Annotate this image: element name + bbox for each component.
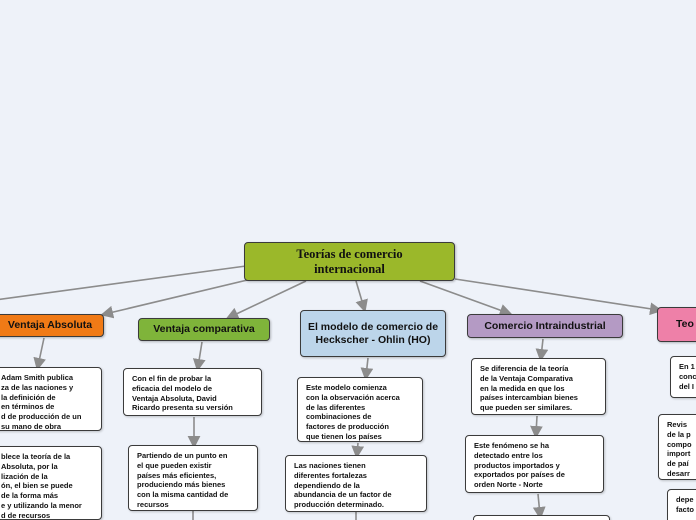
connector-root-intra [419,280,513,317]
note-line: depe [676,495,694,504]
root-node[interactable]: Teorías de comercio internacional [244,242,455,281]
note-line: con la observación acerca [306,392,400,402]
connector-intra-note3 [532,493,546,520]
note-line: países más eficientes, [137,470,217,480]
connector-root-hos [355,280,368,313]
root-label: Teorías de comercio internacional [296,246,403,276]
note-line: detectado entre los [474,450,543,460]
note-line: lización de la [1,471,48,481]
note-line: de la Ventaja Comparativa [480,373,573,383]
note-line: de la forma más [1,491,59,500]
note-line: exportados por países de [474,470,565,480]
note-line: en términos de [1,402,55,412]
note-line: Partiendo de un punto en [137,451,228,460]
note-line: facto [676,504,694,514]
note-line: diferentes fortalezas [294,470,367,480]
note-line: Ventaja Absoluta, David [132,393,217,403]
note-line: Ricardo presenta su versión [132,403,233,413]
note-line: Las naciones tienen [294,461,366,470]
note-line: el que pueden existir [137,460,212,470]
note-line: compo [667,439,692,449]
note-line: con la misma cantidad de [137,490,229,499]
note-line: la definición de [1,392,56,402]
note-line: Absoluta, por la [1,461,58,471]
note-line: producción determinado. [294,500,385,509]
connector-root-absoluta [0,265,247,301]
connector-hos-note2 [351,442,365,459]
connector-root-absoluta-2 [100,277,257,319]
note-line: ón, el bien se puede [1,481,73,491]
note-intra-3[interactable] [473,515,610,520]
topic-heckscher-ohlin[interactable]: El modelo de comercio de Heckscher - Ohl… [300,310,446,357]
note-line: en la medida en que los [480,383,565,393]
connector-root-teoria [454,278,663,316]
note-line: d de recursos [1,510,51,520]
note-line: dependiendo de la [294,480,360,490]
note-line: import [667,449,691,459]
topic-comercio-intraindustrial[interactable]: Comercio Intraindustrial [467,314,623,338]
note-line: Este fenómeno se ha [474,441,550,450]
note-line: su mano de obra [1,421,62,431]
connector-absoluta-note1 [33,337,46,371]
topic-label: Comercio Intraindustrial [484,319,606,332]
note-line: abundancia de un factor de [294,490,392,500]
connector-root-comparativa [225,280,307,320]
note-line: productos importados y [474,460,560,470]
topic-label: Ventaja comparativa [153,323,255,336]
note-line: combinaciones de [306,412,372,422]
connector-comparativa-note1 [192,341,206,372]
note-line: de paí [667,459,689,468]
connector-intra-note2 [530,415,543,439]
note-line: que pueden ser similares. [480,403,573,412]
note-line: de la p [667,429,691,439]
note-line: recursos [137,499,169,509]
topic-ventaja-comparativa[interactable]: Ventaja comparativa [138,318,270,341]
note-line: desarr [667,468,690,478]
note-line: Este modelo comienza [306,383,387,392]
note-line: blece la teoría de la [1,452,71,461]
note-line: factores de producción [306,422,389,431]
note-line: En 1 [679,362,695,371]
connector-intra-note1 [535,338,549,362]
note-line: produciendo más bienes [137,480,226,490]
topic-label: El modelo de comercio de Heckscher - Ohl… [307,320,439,346]
connector-hos-note1 [360,357,374,381]
note-line: d de producción de un [1,412,82,421]
note-line: Con el fin de probar la [132,374,212,383]
note-line: del I [679,381,695,391]
note-line: Adam Smith publica [1,373,74,382]
note-line: e y utilizando la menor [1,500,82,510]
note-line: de las diferentes [306,402,366,412]
topic-ventaja-absoluta[interactable]: Ventaja Absoluta [0,314,104,337]
note-line: Revis [667,420,688,429]
topic-label: Teo [676,318,694,331]
note-line: Se diferencia de la teoría [480,364,569,373]
note-line: orden Norte - Norte [474,480,543,489]
note-line: que tienen los países [306,431,382,441]
note-line: eficacia del modelo de [132,383,213,393]
note-line: conc [679,371,696,381]
note-line: za de las naciones y [1,382,74,392]
topic-teoria-partial[interactable]: Teo [657,307,696,342]
topic-label: Ventaja Absoluta [7,319,93,332]
note-line: países intercambian bienes [480,393,578,403]
